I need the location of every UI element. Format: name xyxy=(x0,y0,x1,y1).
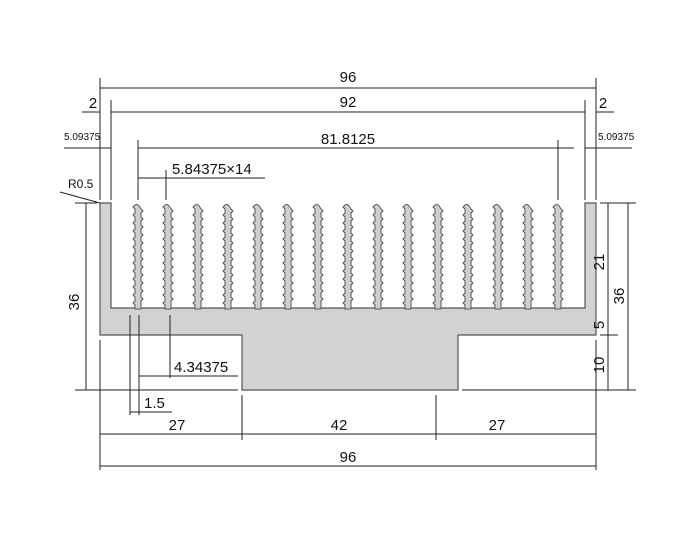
fin xyxy=(432,204,444,310)
dim-inner-width: 92 xyxy=(340,94,357,111)
dim-bottom-right: 27 xyxy=(489,417,506,434)
dim-fin-span: 81.8125 xyxy=(321,131,375,148)
dim-bottom-center: 42 xyxy=(331,417,348,434)
dim-line-radius xyxy=(59,191,101,204)
fin xyxy=(162,204,174,310)
dim-left-offset: 5.09375 xyxy=(64,132,101,143)
fin xyxy=(462,204,474,310)
dim-radius: R0.5 xyxy=(68,177,94,191)
fin xyxy=(522,204,534,310)
fin xyxy=(342,204,354,310)
dim-right-height: 36 xyxy=(611,288,628,305)
dim-left-margin: 2 xyxy=(89,95,97,112)
fin xyxy=(552,204,564,310)
fin xyxy=(222,204,234,310)
dim-right-margin: 2 xyxy=(599,95,607,112)
dim-overall-width-bottom: 96 xyxy=(340,449,357,466)
fin xyxy=(402,204,414,310)
fin xyxy=(252,204,264,310)
fin xyxy=(372,204,384,310)
fin xyxy=(282,204,294,310)
dimension-lines xyxy=(59,87,632,467)
fin xyxy=(492,204,504,310)
dim-fin-height: 21 xyxy=(591,254,608,271)
dim-base-thickness: 5 xyxy=(591,321,608,329)
dim-left-height: 36 xyxy=(66,294,83,311)
heat-sink-profile xyxy=(99,202,597,391)
dim-wall-thickness: 1.5 xyxy=(144,395,165,412)
dim-overall-width-top: 96 xyxy=(340,69,357,86)
extension-lines xyxy=(75,78,636,470)
dim-fin-root-width: 4.34375 xyxy=(174,359,228,376)
fin xyxy=(312,204,324,310)
dim-fin-pitch: 5.84375×14 xyxy=(172,161,252,178)
dim-right-offset: 5.09375 xyxy=(598,132,635,143)
dim-bottom-left: 27 xyxy=(169,417,186,434)
fin xyxy=(132,204,144,310)
fin xyxy=(192,204,204,310)
fin-group xyxy=(132,204,564,310)
dim-step-height: 10 xyxy=(591,357,608,374)
